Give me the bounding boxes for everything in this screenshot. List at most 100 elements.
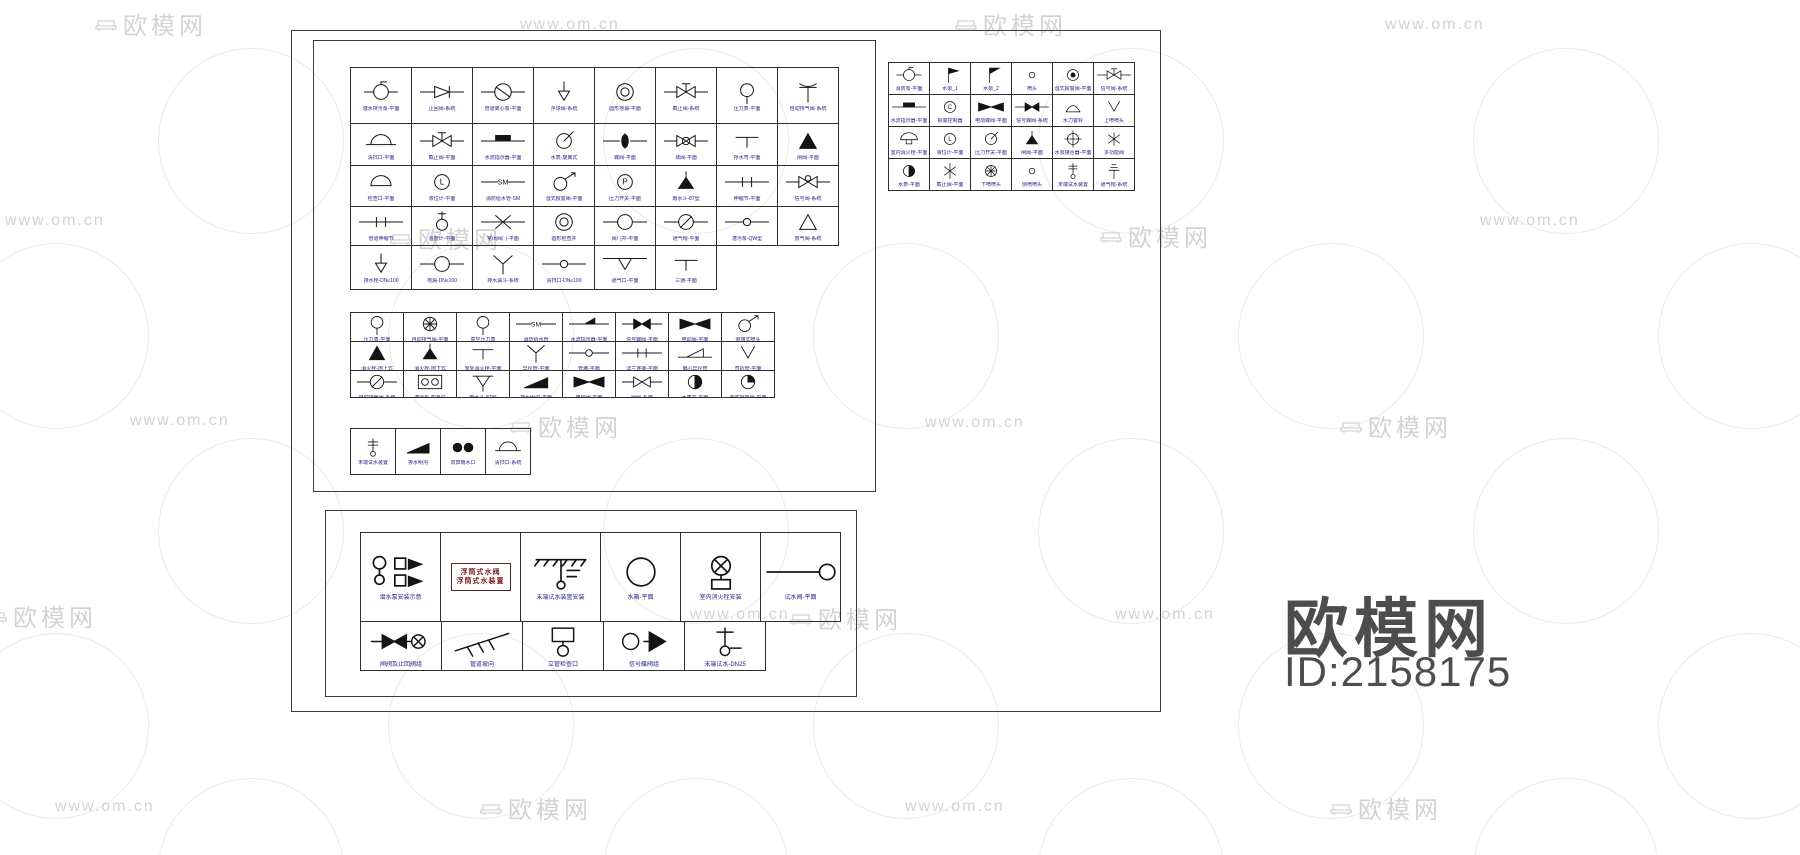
watermark-brand: 欧模网: [480, 790, 592, 825]
watermark-circle: [1038, 778, 1224, 855]
legend-cell: 水泵_1: [929, 62, 971, 95]
longbowtie-icon: [974, 98, 1008, 116]
legend-label: 电动蝶阀-平面: [975, 117, 1007, 124]
legend-cell: 通气帽-系统: [1093, 158, 1135, 191]
image-id-text: ID:2158175: [1284, 648, 1512, 695]
legend-cell: 信号蝶阀-系统: [1011, 94, 1053, 127]
legend-label: 潜水排污泵-平面: [362, 105, 400, 112]
svg-text:C: C: [948, 104, 953, 111]
smline-icon: SM: [481, 170, 525, 194]
legend-cell: 自动排气阀-系统: [350, 370, 404, 398]
legend-label: 侧墙式喷头: [735, 337, 761, 341]
legend-label: 阀门井-平面: [611, 236, 639, 242]
legend-label: 水泵_2: [983, 85, 999, 92]
svg-text:L: L: [440, 178, 445, 187]
legend-cell: 水表-平面: [888, 158, 930, 191]
gaugeneedle-icon: [542, 129, 586, 153]
legend-row: 清扫口-平面截止阀-平面水流指示器-平面水表-旋翼式蝶阀-平面球阀-平面存水弯-…: [350, 123, 839, 166]
ticks-icon: [622, 342, 662, 364]
ball-icon: [664, 129, 708, 153]
legend-row: 潜水排污泵-平面止回阀-系统管道离心泵-平面浮球阀-系统圆形地漏-平面截止阀-系…: [350, 67, 839, 124]
legend-cell: 自动排气阀-平面: [403, 312, 457, 342]
legend-row: 水表-平面截止阀-平面下喷喷头侧喷喷头末端试水装置通气帽-系统: [888, 158, 1135, 191]
legend-label: 浮球阀-系统: [550, 105, 578, 112]
flag2-icon: [974, 66, 1008, 84]
watermark-circle: [0, 633, 149, 819]
svg-text:SM: SM: [498, 178, 509, 187]
legend-table-detail: 潜水泵安装示意浮筒式水阀浮筒式水装置末端试水装置安装水箱-平面室内消火栓安装试水…: [360, 532, 841, 671]
arcbell-icon: [1056, 98, 1090, 116]
legend-label: 圆形检查井: [551, 236, 577, 242]
legend-cell: 异径管-平面: [509, 341, 563, 371]
legend-label: 三通-平面: [675, 277, 697, 284]
legend-cell: 水力警铃: [1052, 94, 1094, 127]
wedge-icon: [516, 371, 556, 393]
legend-cell: 末端试水装置安装: [520, 532, 601, 622]
signalset-icon: [612, 624, 676, 659]
legend-cell: 闸阀-平面: [1011, 126, 1053, 159]
legend-label: 水流指示器-平面: [570, 337, 608, 341]
watermark-circle: [1238, 633, 1424, 819]
gaugeL-icon: L: [933, 130, 967, 148]
circlestem-icon: [725, 80, 769, 104]
slope-icon: [450, 624, 514, 659]
legend-label: 截止阀-平面: [428, 154, 456, 161]
xvalve-icon: [420, 129, 464, 153]
legend-label: 消火栓-地上式: [361, 366, 393, 370]
endtest-icon: [693, 624, 757, 659]
watermark-brand-text: 欧模网: [538, 415, 622, 442]
watermark-brand-text: 欧模网: [983, 13, 1067, 40]
legend-label: 排水漏斗-系统: [487, 277, 519, 284]
mushroom-icon: [892, 130, 926, 148]
legend-cell: 清扫口-平面: [350, 123, 412, 166]
legend-label: 法兰连接-平面: [626, 366, 658, 370]
spokecircle-icon: [410, 313, 450, 335]
legend-cell: 弯折管-平面: [721, 341, 775, 371]
funnel-icon: [481, 252, 525, 276]
legend-frame-bottom: [325, 510, 857, 697]
legend-cell: 截止阀-平面: [929, 158, 971, 191]
legend-cell: 水表-旋翼式: [533, 123, 595, 166]
snow-icon: [1097, 130, 1131, 148]
trivent-icon: [1097, 162, 1131, 180]
ball2-icon: [786, 170, 830, 194]
legend-table-main: 潜水排污泵-平面止回阀-系统管道离心泵-平面浮球阀-系统圆形地漏-平面截止阀-系…: [350, 67, 839, 290]
legend-cell: 湿式报警阀-平面: [1052, 62, 1094, 95]
legend-cell: 电动蝶阀-平面: [970, 94, 1012, 127]
legend-label: 水表井-平面: [681, 395, 710, 397]
legend-cell: 放气阀-系统: [777, 206, 839, 246]
legend-label: 放气阀-系统: [794, 236, 822, 242]
halfcircle-icon: [675, 371, 715, 393]
watermark-brand: 欧模网: [95, 6, 207, 41]
legend-label: 水泵_1: [942, 85, 958, 92]
tee-icon: [463, 342, 503, 364]
legend-cell: 清扫口-DN≤100: [533, 245, 595, 290]
watermark-brand: 欧模网: [1330, 790, 1442, 825]
smline-icon: SM: [516, 313, 556, 335]
slashcircle-icon: [664, 210, 708, 234]
legend-cell: 水泵接合器-平面: [1052, 126, 1094, 159]
legend-label: 末端试水装置: [1057, 181, 1088, 188]
legend-label: 试水阀-平面: [784, 595, 817, 601]
legend-cell: 排水明沟: [395, 428, 441, 475]
watermark-url: www.om.cn: [1385, 16, 1485, 33]
legend-label: 通气口-平面: [611, 277, 639, 284]
legend-label: 偏心异径管: [682, 366, 708, 370]
watermark-url: www.om.cn: [925, 414, 1025, 431]
legend-cell: 侧墙式喷头: [721, 312, 775, 342]
vertassy-icon: [354, 437, 392, 458]
legend-row: 管道伸缩节温度计-平面常闭阀门-平面圆形检查井阀门井-平面通气帽-平面潜污泵-Q…: [350, 206, 839, 246]
legend-label: 信号阀-系统: [794, 196, 822, 202]
dnline-icon: [725, 210, 769, 234]
legend-label: 信号蝶阀-平面: [626, 337, 658, 341]
legend-cell: 截止阀-平面: [411, 123, 473, 166]
gate-icon: [622, 371, 662, 393]
